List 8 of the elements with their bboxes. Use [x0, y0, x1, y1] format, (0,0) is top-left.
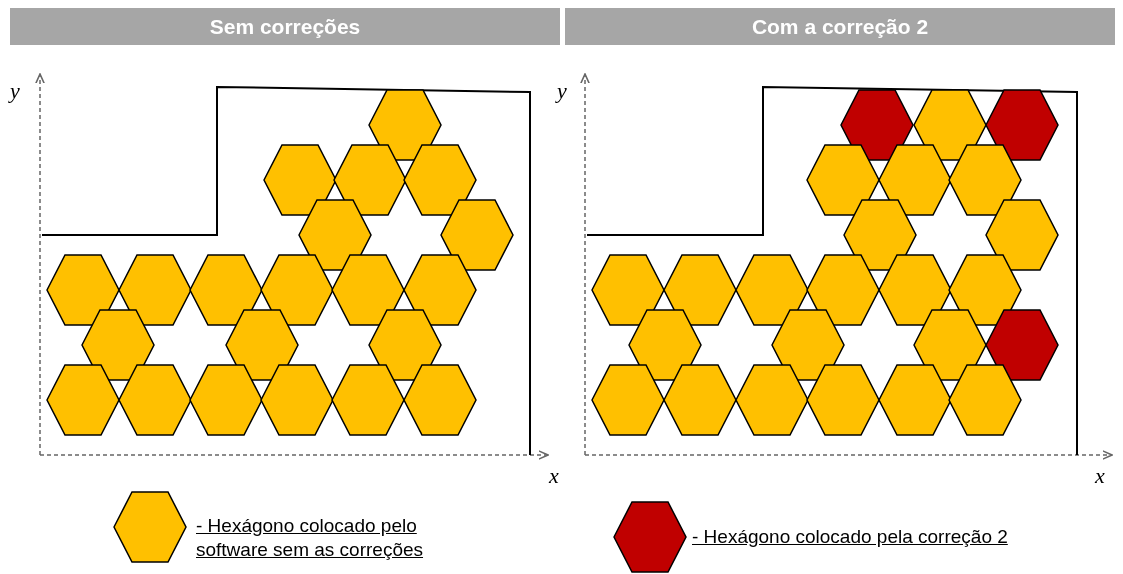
panel-header: Com a correção 2: [565, 8, 1115, 45]
axis-label: y: [10, 78, 20, 104]
legend-text: - Hexágono colocado pelo software sem as correções: [196, 514, 425, 562]
legend-text: - Hexágono colocado pela correção 2: [692, 525, 1009, 549]
axis-label: y: [557, 78, 567, 104]
axis-label: x: [549, 463, 559, 489]
axis-label: x: [1095, 463, 1105, 489]
panel-header: Sem correções: [10, 8, 560, 45]
